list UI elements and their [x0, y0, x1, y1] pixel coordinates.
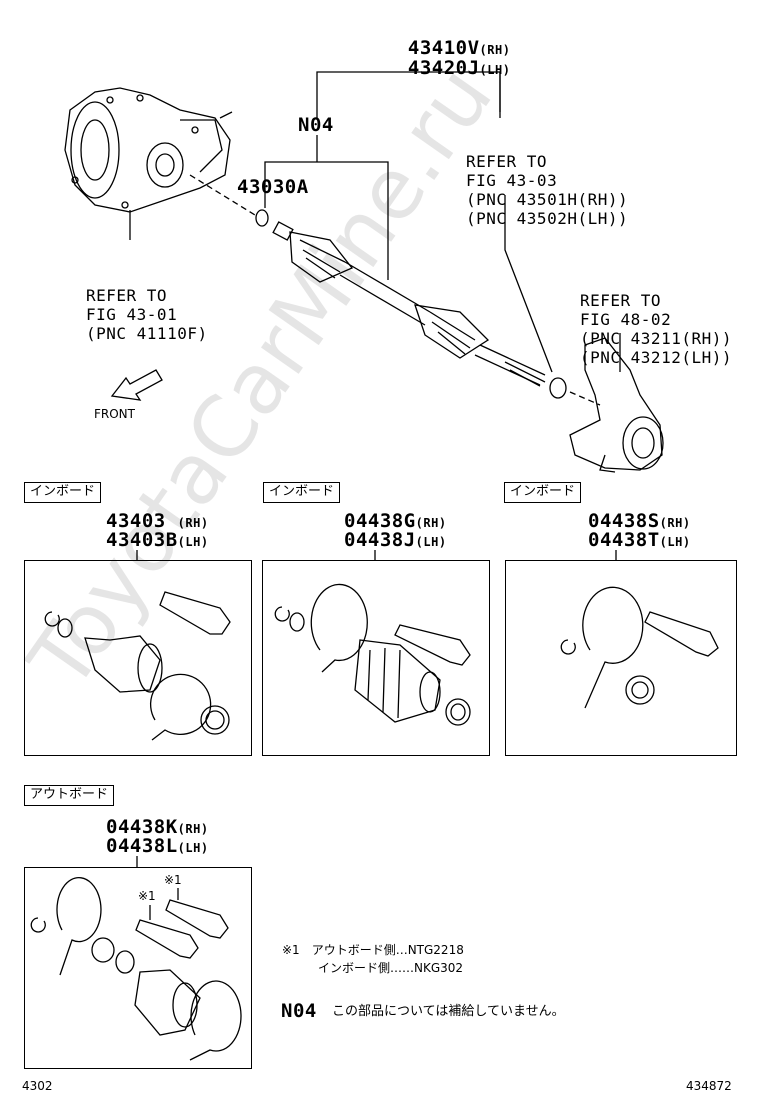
kit4-box — [24, 867, 252, 1069]
kit3-box — [505, 560, 737, 756]
n04-label: N04 — [298, 114, 334, 136]
kit2-pn-lh: 04438J(LH) — [344, 529, 447, 551]
footer-ref-number: 434872 — [686, 1079, 732, 1093]
kit3-tag: インボード — [504, 482, 582, 503]
driveshaft-drawing — [255, 209, 567, 399]
assembly-pn-lh: 43420J(LH) — [407, 57, 511, 79]
note-star-line1: ※1 アウトボード側…NTG2218 — [282, 943, 464, 957]
star-mark-2: ※1 — [138, 889, 156, 903]
kit1-pn-rh: 43403 (RH) — [106, 510, 209, 532]
kit4-pn-rh: 04438K(RH) — [106, 816, 209, 838]
kit1-pn-lh: 43403B(LH) — [106, 529, 209, 551]
star-mark-1: ※1 — [164, 873, 182, 887]
note-n04-key: N04 — [281, 1000, 317, 1022]
front-label: FRONT — [94, 407, 135, 421]
footer-fig-number: 4302 — [22, 1079, 53, 1093]
assembly-pn-rh: 43410V(RH) — [407, 37, 511, 59]
kit2-tag: インボード — [263, 482, 341, 503]
note-star-line2: インボード側……NKG302 — [318, 961, 464, 975]
kit4-drawing — [30, 877, 242, 1061]
kit4-pn-lh: 04438L(LH) — [106, 835, 209, 857]
kit1-drawing — [44, 591, 231, 741]
hub-nut — [549, 377, 567, 399]
kit1-box — [24, 560, 252, 756]
kit4-tag: アウトボード — [24, 785, 115, 806]
kit2-pn-rh: 04438G(RH) — [344, 510, 447, 532]
leader-nut — [504, 195, 553, 373]
leader-n04 — [264, 161, 389, 280]
kit3-drawing — [560, 586, 719, 709]
differential-drawing — [64, 87, 233, 213]
part-43030a-label: 43030A — [237, 176, 309, 198]
kit1-tag: インボード — [24, 482, 102, 503]
kit2-box — [262, 560, 490, 756]
kit3-pn-rh: 04438S(RH) — [588, 510, 691, 532]
front-arrow-icon — [110, 369, 163, 401]
kit3-pn-lh: 04438T(LH) — [588, 529, 691, 551]
knuckle-drawing — [569, 337, 664, 473]
note-n04-text: この部品については補給していません。 — [332, 1004, 565, 1019]
kit2-drawing — [274, 583, 471, 726]
